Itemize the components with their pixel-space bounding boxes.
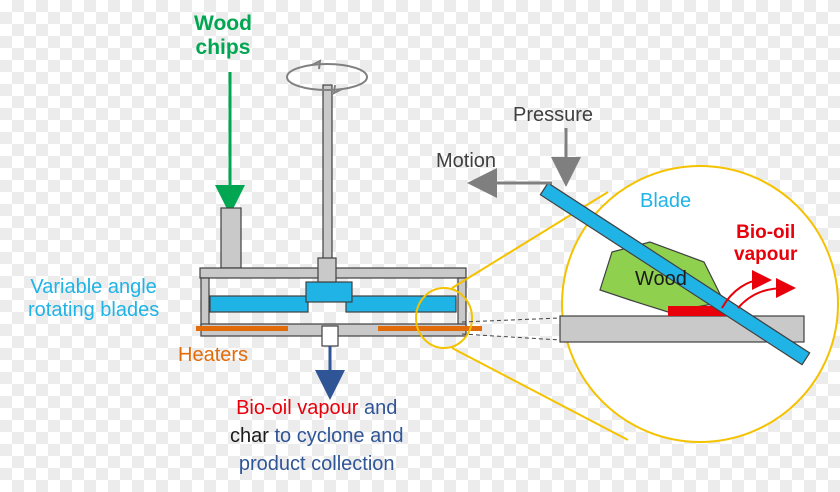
biooil-vapour-line2: vapour (734, 243, 798, 265)
output-and-text: and (358, 397, 398, 419)
output-char-text: char (230, 425, 269, 447)
blade-hub (305, 281, 353, 303)
outlet-tube (321, 325, 339, 347)
blade-label: Blade (640, 190, 692, 212)
wood-chips-line2: chips (195, 36, 251, 60)
rotating-blade-left (209, 295, 309, 313)
blade-detail (539, 182, 811, 366)
motion-label: Motion (436, 150, 497, 172)
variable-blades-line2: rotating blades (28, 299, 160, 321)
rotating-blade-right (345, 295, 457, 313)
output-cyclone-text: to cyclone and (268, 425, 404, 447)
reactor-wall-right (457, 277, 467, 327)
heaters-label: Heaters (178, 344, 249, 366)
pressure-label: Pressure (513, 104, 594, 126)
rotation-arrow-icon (286, 59, 368, 95)
heater-right (378, 326, 482, 331)
wood-chips-line1: Wood (194, 12, 252, 35)
dashed-ref-bottom (461, 333, 561, 341)
zoom-line-bottom (451, 347, 629, 441)
output-caption-line1: Bio-oil vapour and (230, 394, 403, 422)
vapour-arrow-2 (737, 278, 796, 309)
shaft-collar (317, 257, 337, 283)
output-caption-line3: product collection (238, 453, 395, 475)
wood-label: Wood (635, 268, 687, 290)
vapour-arrow-1 (721, 270, 772, 309)
wood-chips-label: Wood chips (194, 12, 252, 60)
heater-left (196, 326, 288, 331)
hot-layer (668, 306, 730, 316)
zoom-source-circle (415, 287, 473, 349)
variable-blades-line1: Variable angle (30, 276, 157, 298)
reactor-wall-left (200, 277, 210, 327)
variable-blades-label: Variable angle rotating blades (28, 276, 159, 322)
feed-hopper (220, 207, 242, 269)
biooil-vapour-label: Bio-oil vapour (734, 222, 797, 266)
biooil-vapour-line1: Bio-oil (736, 222, 796, 243)
output-caption: Bio-oil vapour and char to cyclone and p… (230, 394, 403, 478)
output-red-text: Bio-oil vapour (236, 397, 359, 419)
output-caption-line2: char to cyclone and (230, 422, 403, 450)
dashed-ref-top (461, 317, 561, 323)
